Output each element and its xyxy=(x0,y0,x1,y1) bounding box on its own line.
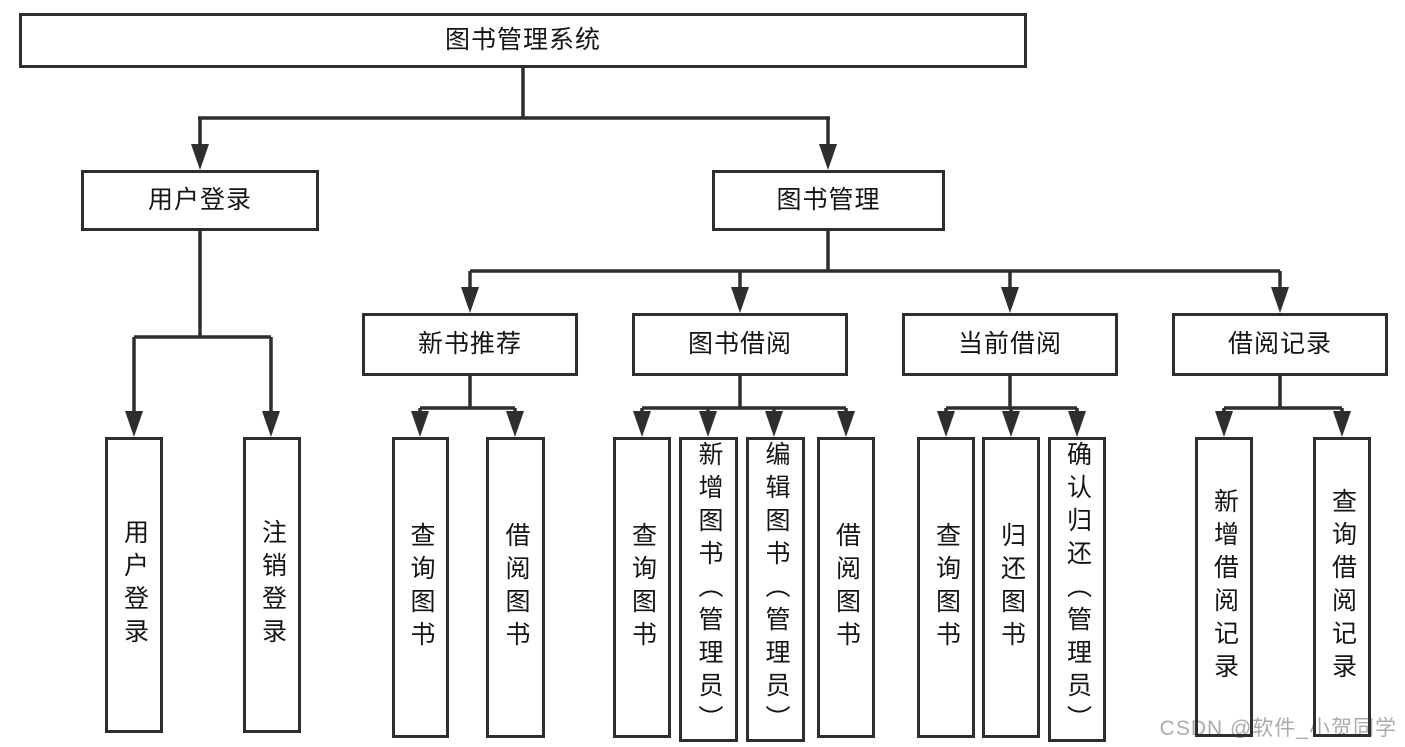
node-current-borrowing: 当前借阅 xyxy=(902,313,1118,376)
arrowhead xyxy=(937,411,955,437)
arrowhead xyxy=(1001,287,1019,313)
arrowhead xyxy=(837,411,855,437)
node-add-book-admin: 新增图书（管理员） xyxy=(679,437,738,742)
node-query-books-1: 查询图书 xyxy=(392,437,449,738)
node-borrow-books-1: 借阅图书 xyxy=(486,437,545,738)
arrowhead xyxy=(633,411,651,437)
arrowhead xyxy=(411,411,429,437)
connector-book-management-split xyxy=(468,231,1282,292)
node-logout: 注销登录 xyxy=(243,437,301,733)
arrowhead xyxy=(1333,411,1351,437)
connector-user-login-split xyxy=(132,231,273,418)
node-query-books-2: 查询图书 xyxy=(613,437,671,738)
node-return-books: 归还图书 xyxy=(982,437,1040,738)
node-confirm-return-admin: 确认归还（管理员） xyxy=(1048,437,1106,742)
node-library-system: 图书管理系统 xyxy=(19,13,1027,68)
arrowhead xyxy=(506,411,524,437)
node-book-management: 图书管理 xyxy=(712,170,945,231)
node-add-borrow-record: 新增借阅记录 xyxy=(1195,437,1253,737)
arrowhead xyxy=(731,287,749,313)
arrowhead xyxy=(1271,287,1289,313)
node-query-books-3: 查询图书 xyxy=(917,437,975,738)
arrowhead xyxy=(125,411,143,437)
arrowhead xyxy=(765,411,783,437)
connector-book-borrow-split xyxy=(640,376,848,418)
node-borrow-books-2: 借阅图书 xyxy=(817,437,875,738)
node-query-borrow-record: 查询借阅记录 xyxy=(1313,437,1371,737)
node-edit-book-admin: 编辑图书（管理员） xyxy=(746,437,805,742)
arrowhead xyxy=(819,144,837,170)
arrowhead xyxy=(191,144,209,170)
connector-borrow-records-split xyxy=(1222,376,1344,418)
arrowhead xyxy=(461,287,479,313)
node-borrowing-records: 借阅记录 xyxy=(1172,313,1388,376)
arrowhead xyxy=(1002,411,1020,437)
connector-new-book-split xyxy=(418,376,517,418)
arrowhead xyxy=(1215,411,1233,437)
arrowhead xyxy=(699,411,717,437)
arrowhead xyxy=(262,411,280,437)
node-user-login-leaf: 用户登录 xyxy=(105,437,163,733)
arrowhead xyxy=(1068,411,1086,437)
node-user-login: 用户登录 xyxy=(81,170,319,231)
node-new-book-recommendation: 新书推荐 xyxy=(362,313,578,376)
node-book-borrowing: 图书借阅 xyxy=(632,313,848,376)
connector-root-split xyxy=(198,68,830,150)
